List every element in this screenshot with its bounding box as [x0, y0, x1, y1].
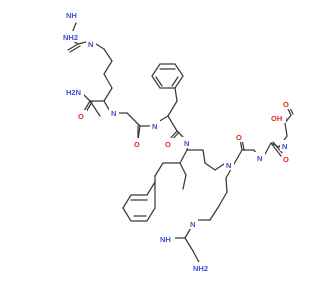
arg2-nh-label: NH [160, 235, 171, 244]
amide3-n-label: N [184, 139, 189, 148]
acid-oh-label: OH [271, 114, 282, 123]
amide2-n-label: N [152, 122, 157, 131]
amide4-n-label: N [226, 161, 231, 170]
amide5-n-label: N [257, 154, 262, 163]
amide6-n-label: N [282, 142, 287, 151]
amide2-o-label: O [134, 140, 140, 149]
arg1-h2n-label: H2N [66, 88, 81, 97]
arg2-n-imine-label: N [190, 220, 195, 229]
peptide-structure-diagram: NH NH2 N H2N O N N O O N N O N O N O OH … [62, 9, 294, 273]
amide1-o-label: O [78, 112, 84, 121]
amide4-o-label: O [236, 133, 242, 142]
bond-lines [67, 22, 294, 265]
acid-o-label: O [283, 100, 289, 109]
arg1-nh2-label: NH2 [63, 33, 78, 42]
amide3-o-label: O [165, 140, 171, 149]
arg2-nh2-label: NH2 [193, 264, 208, 273]
amide5-o-label: O [283, 155, 289, 164]
arg1-nh-label: NH [66, 11, 77, 20]
atom-labels: NH NH2 N H2N O N N O O N N O N O N O OH … [62, 9, 292, 273]
amide1-n-label: N [111, 109, 116, 118]
arg1-n-imine-label: N [88, 40, 93, 49]
